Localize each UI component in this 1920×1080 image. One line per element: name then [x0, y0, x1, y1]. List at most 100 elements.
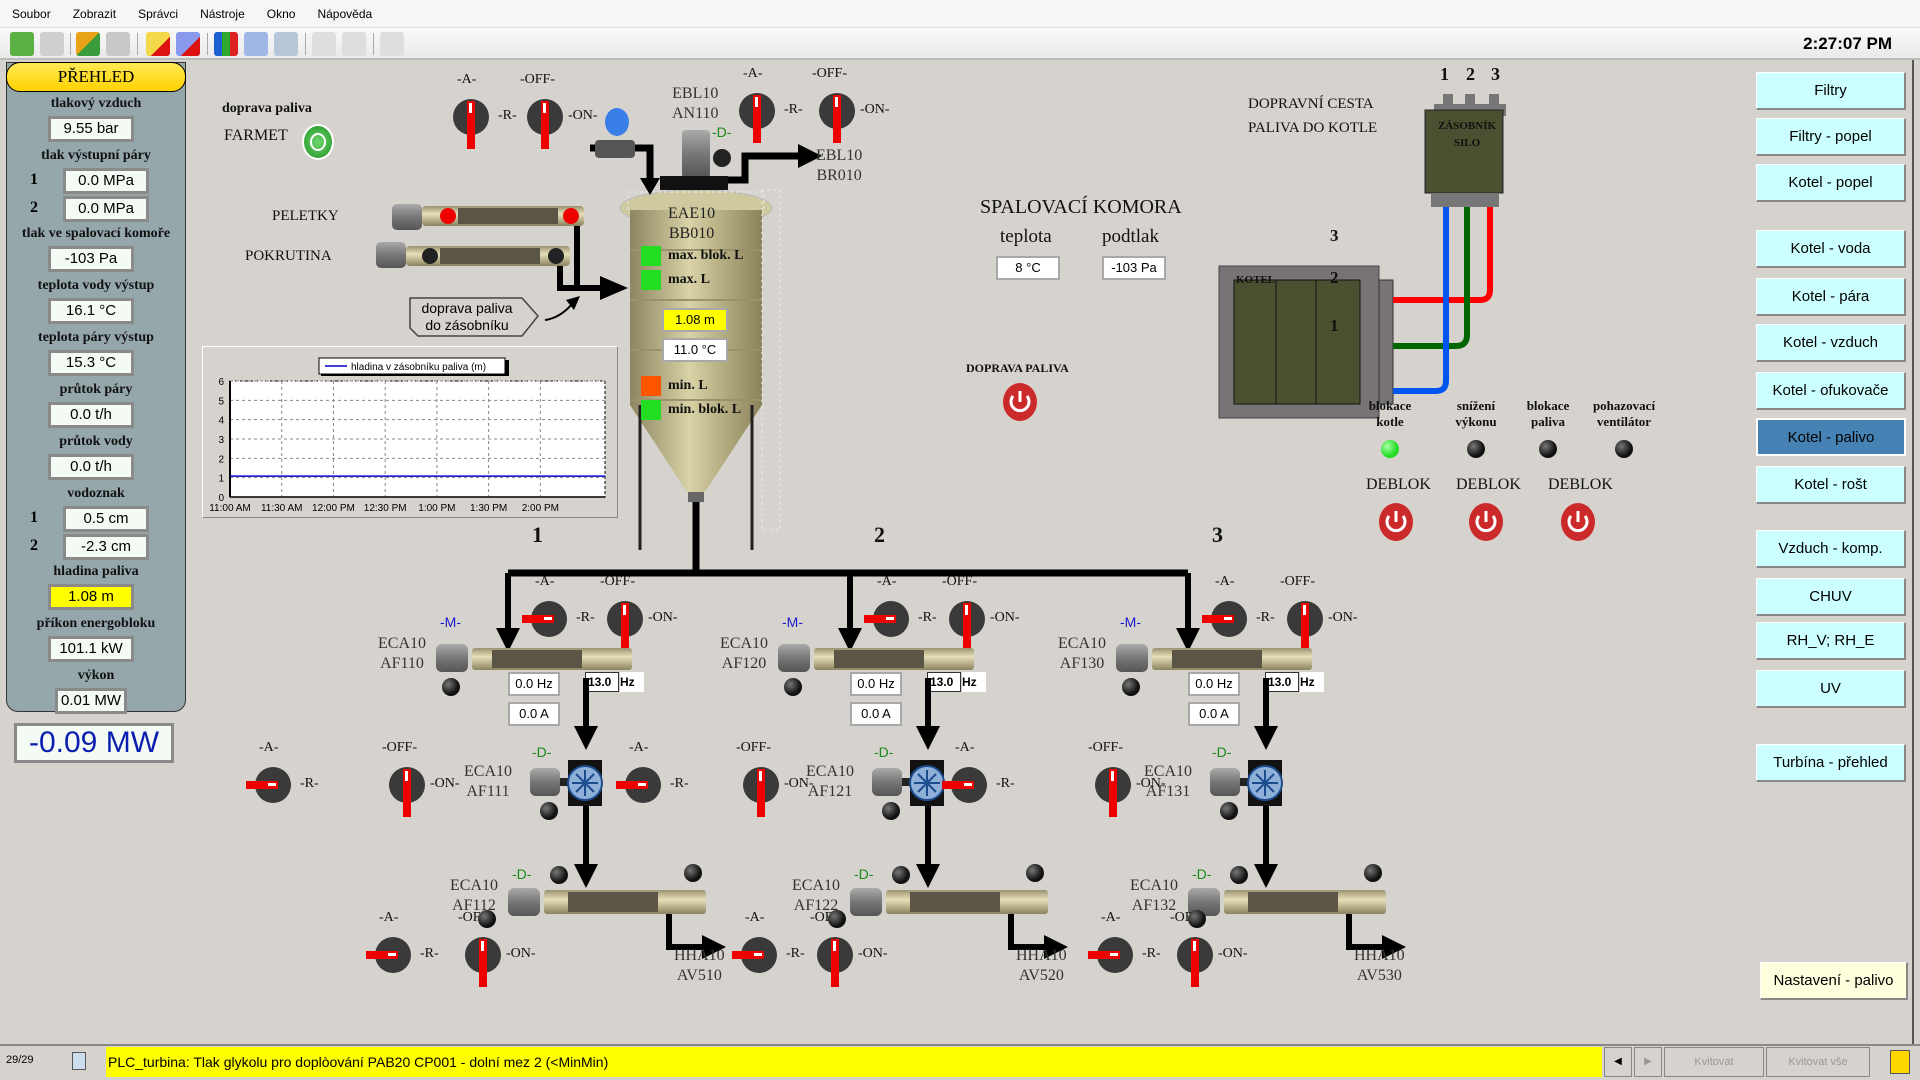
rotary-auto-selector[interactable]	[942, 766, 988, 804]
alarm-ack-checkbox-icon[interactable]	[72, 1052, 86, 1070]
doprava-paliva-power-button[interactable]	[1002, 382, 1038, 422]
overview-index: 1	[30, 171, 38, 188]
table-icon[interactable]	[244, 32, 268, 56]
alarm-message[interactable]: PLC_turbina: Tlak glykolu pro doplòování…	[106, 1047, 1602, 1077]
screw2-onoff-selector[interactable]	[1176, 936, 1214, 987]
nav-button[interactable]: Kotel - pára	[1756, 278, 1906, 316]
valve-auto-selector[interactable]	[452, 98, 490, 149]
forward-icon[interactable]	[40, 32, 64, 56]
overview-value: 101.1 kW	[48, 636, 134, 662]
selector-on-label: -ON-	[784, 776, 814, 791]
rotary-valve[interactable]	[530, 760, 606, 806]
deblok-button[interactable]	[1560, 502, 1596, 542]
nav-button[interactable]: Kotel - rošt	[1756, 466, 1906, 504]
nav-button[interactable]: Kotel - voda	[1756, 230, 1906, 268]
menu-zobrazit[interactable]: Zobrazit	[72, 6, 117, 21]
screw2-auto-selector[interactable]	[732, 936, 778, 974]
rotary-onoff-selector[interactable]	[388, 766, 426, 817]
frequency-unit: Hz	[962, 672, 986, 692]
rotary-valve[interactable]	[872, 760, 948, 806]
alarm-bell-icon[interactable]	[1890, 1050, 1910, 1074]
frequency-setpoint-input[interactable]: 13.0	[585, 672, 619, 692]
nav-button[interactable]: Kotel - popel	[1756, 164, 1906, 202]
nav-button[interactable]: Vzduch - komp.	[1756, 530, 1906, 568]
report-icon[interactable]	[274, 32, 298, 56]
folder-alert-icon[interactable]	[176, 32, 200, 56]
screw-auto-selector[interactable]	[864, 600, 910, 638]
doprava-paliva-label: DOPRAVA PALIVA	[966, 361, 1069, 375]
screw2-auto-selector[interactable]	[1088, 936, 1134, 974]
screw-onoff-selector[interactable]	[1286, 600, 1324, 651]
nav-button[interactable]: UV	[1756, 670, 1906, 708]
menu-napoveda[interactable]: Nápověda	[317, 6, 373, 21]
screw2-onoff-selector[interactable]	[816, 936, 854, 987]
frequency-setpoint-input[interactable]: 13.0	[1265, 672, 1299, 692]
ack-all-button[interactable]: Kvitovat vše	[1766, 1047, 1870, 1077]
screw-conveyor-2[interactable]	[850, 884, 1050, 920]
rotary-auto-selector[interactable]	[616, 766, 662, 804]
menu-okno[interactable]: Okno	[266, 6, 296, 21]
y-tick-label: 0	[218, 493, 224, 504]
nav-button[interactable]: Filtry	[1756, 72, 1906, 110]
nav-button[interactable]: Kotel - vzduch	[1756, 324, 1906, 362]
selector-on-label: -ON-	[990, 610, 1020, 625]
rotary-valve[interactable]	[1210, 760, 1286, 806]
farmet-power-button[interactable]	[302, 124, 334, 160]
document-alert-icon[interactable]	[146, 32, 170, 56]
add-user-icon[interactable]	[76, 32, 100, 56]
silo-motor-onoff-selector[interactable]	[818, 92, 856, 143]
line-number: 3	[1212, 522, 1223, 547]
back-icon[interactable]	[10, 32, 34, 56]
screw-conveyor[interactable]	[1116, 640, 1316, 676]
edit-icon[interactable]	[312, 32, 336, 56]
nav-button[interactable]: Kotel - ofukovače	[1756, 372, 1906, 410]
kotel-port-3: 3	[1330, 226, 1339, 245]
nav-button[interactable]: Turbína - přehled	[1756, 744, 1906, 782]
screw-auto-selector[interactable]	[522, 600, 568, 638]
deblok-button[interactable]	[1378, 502, 1414, 542]
ack-button[interactable]: Kvitovat	[1664, 1047, 1764, 1077]
menu-nastroje[interactable]: Nástroje	[200, 6, 245, 21]
alarm-next-button[interactable]: ▶	[1634, 1047, 1662, 1077]
chart-icon[interactable]	[214, 32, 238, 56]
status-lamp	[784, 678, 802, 696]
nav-button[interactable]: Filtry - popel	[1756, 118, 1906, 156]
screw-auto-selector[interactable]	[1202, 600, 1248, 638]
edit2-icon[interactable]	[342, 32, 366, 56]
nav-button[interactable]: CHUV	[1756, 578, 1906, 616]
rotary-onoff-selector[interactable]	[1094, 766, 1132, 817]
nav-button[interactable]: RH_V; RH_E	[1756, 622, 1906, 660]
remove-user-icon[interactable]	[106, 32, 130, 56]
silo-motor-auto-selector[interactable]	[738, 92, 776, 143]
x-tick-label: 12:00 PM	[312, 503, 355, 514]
screw-conveyor[interactable]	[436, 640, 636, 676]
rotary-auto-selector[interactable]	[246, 766, 292, 804]
screw-onoff-selector[interactable]	[606, 600, 644, 651]
screw-onoff-selector[interactable]	[948, 600, 986, 651]
rotary-onoff-selector[interactable]	[742, 766, 780, 817]
menu-spravci[interactable]: Správci	[138, 6, 179, 21]
combustion-temp-value: 8 °C	[996, 256, 1060, 280]
y-tick-label: 3	[218, 435, 224, 446]
nav-button[interactable]: Nastavení - palivo	[1760, 962, 1908, 1000]
arrow-icon	[1044, 935, 1068, 959]
alarm-prev-button[interactable]: ◀	[1604, 1047, 1632, 1077]
menu-bar: Soubor Zobrazit Správci Nástroje Okno Ná…	[0, 0, 1920, 28]
pipe	[925, 806, 931, 866]
deblok-button[interactable]	[1468, 502, 1504, 542]
screw-conveyor[interactable]	[778, 640, 978, 676]
screw2-onoff-selector[interactable]	[464, 936, 502, 987]
screw-conveyor-2[interactable]	[1188, 884, 1388, 920]
nav-button[interactable]: Kotel - palivo	[1756, 418, 1906, 456]
screw-conveyor-2[interactable]	[508, 884, 708, 920]
print-icon[interactable]	[380, 32, 404, 56]
screw2-auto-selector[interactable]	[366, 936, 412, 974]
frequency-setpoint-input[interactable]: 13.0	[927, 672, 961, 692]
valve-onoff-selector[interactable]	[526, 98, 564, 149]
overview-title[interactable]: PŘEHLED	[6, 62, 186, 92]
menu-soubor[interactable]: Soubor	[12, 6, 51, 21]
level-label: min. L	[668, 378, 708, 393]
